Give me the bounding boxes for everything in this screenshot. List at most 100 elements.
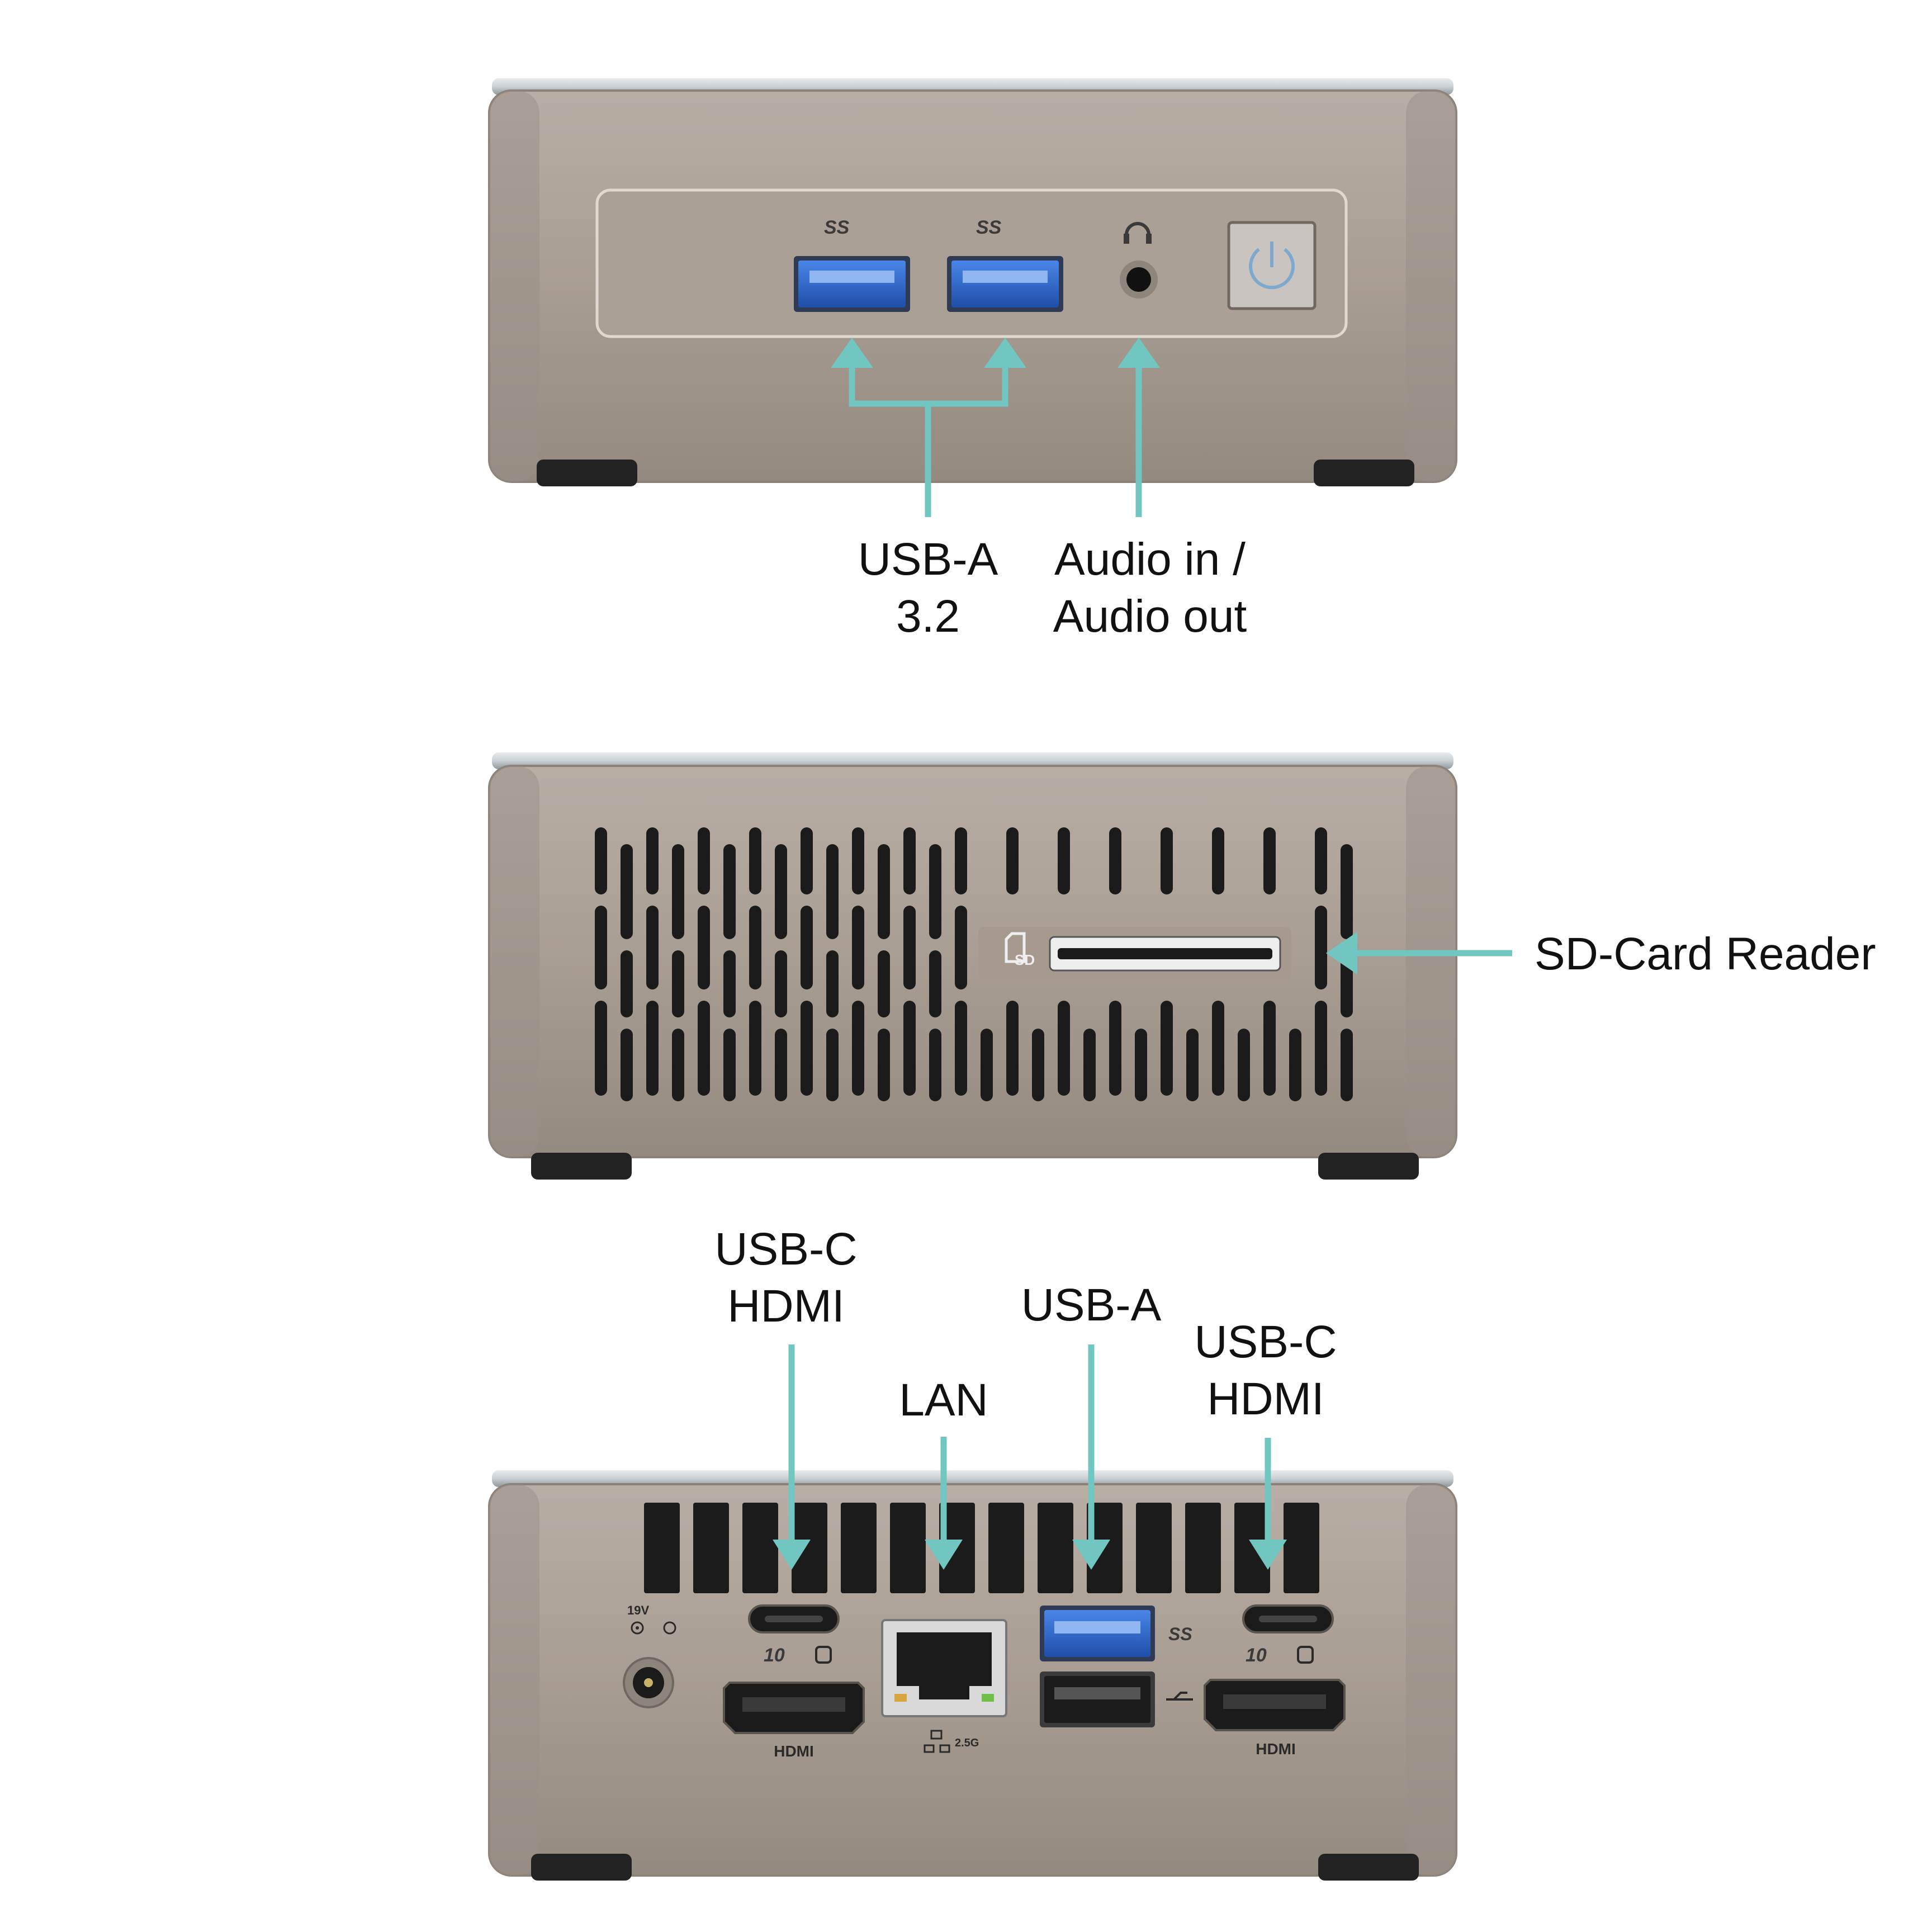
rear-top-lid <box>492 1470 1453 1487</box>
svg-text:10: 10 <box>1246 1645 1267 1666</box>
vent-slot <box>841 1503 877 1593</box>
front-usb-a-port-2[interactable] <box>947 256 1063 312</box>
vent-slot <box>955 1001 967 1096</box>
vent-slot <box>792 1503 827 1593</box>
rear-usb-c-port-left[interactable] <box>748 1604 840 1633</box>
vent-slot <box>1212 1001 1224 1096</box>
vent-slot <box>1038 1503 1073 1593</box>
vent-slot <box>698 1001 710 1096</box>
label-rear-usbc-left-line1: USB-C <box>714 1224 857 1275</box>
vent-slot <box>749 906 761 989</box>
vent-slot <box>929 1029 941 1101</box>
vent-slot <box>749 1001 761 1096</box>
arrowhead <box>984 338 1026 368</box>
vent-slot <box>1032 1029 1044 1101</box>
sd-card-slot[interactable] <box>1049 936 1281 972</box>
ss10-logo: SS <box>824 217 850 238</box>
vent-slot <box>775 950 787 1017</box>
vent-slot <box>903 906 916 989</box>
vent-slot <box>801 827 813 894</box>
label-front-usb-line2: 3.2 <box>896 591 960 642</box>
vent-slot <box>1263 1001 1276 1096</box>
rear-lan-port[interactable] <box>881 1619 1007 1717</box>
label-rear-usbc-right-line1: USB-C <box>1194 1317 1337 1367</box>
vent-slot <box>646 1001 659 1096</box>
rear-hdmi-port-left[interactable] <box>723 1682 865 1734</box>
vent-slot <box>1006 827 1019 894</box>
vent-slot <box>1109 827 1121 894</box>
rear-view: 19V 10 HDMI <box>488 1224 1457 1881</box>
arrowhead <box>773 1540 811 1570</box>
side-view: SD SD-Card Reader <box>488 752 1876 1180</box>
ss10-logo: SS <box>976 217 1002 238</box>
vent-slot <box>698 827 710 894</box>
vent-slot <box>1109 1001 1121 1096</box>
vent-slot <box>595 827 607 894</box>
vent-slot <box>1315 906 1327 989</box>
arrowhead <box>1117 338 1160 368</box>
label-rear-usba: USB-A <box>1021 1280 1162 1330</box>
vent-slot <box>621 950 633 1017</box>
vent-slot <box>1186 1029 1199 1101</box>
vent-slot <box>644 1503 680 1593</box>
arrowhead <box>1072 1540 1110 1570</box>
vent-slot <box>801 906 813 989</box>
vent-slot <box>878 950 890 1017</box>
vent-slot <box>1238 1029 1250 1101</box>
label-rear-lan: LAN <box>899 1375 988 1426</box>
dc-power-jack[interactable] <box>623 1657 674 1708</box>
vent-slot <box>646 827 659 894</box>
vent-slot <box>929 950 941 1017</box>
arrowhead <box>925 1540 963 1570</box>
vent-slot <box>723 844 736 939</box>
vent-slot <box>1161 827 1173 894</box>
vent-slot <box>826 844 839 939</box>
rear-usb-a-port-black[interactable] <box>1040 1671 1155 1727</box>
ss10-logo: SS <box>1168 1624 1192 1644</box>
vent-slot <box>621 1029 633 1101</box>
front-view: SS SS USB-A 3.2 A <box>488 78 1457 642</box>
vent-slot <box>1284 1503 1319 1593</box>
vent-slot <box>1289 1029 1301 1101</box>
side-chassis <box>488 765 1457 1158</box>
vent-slot <box>1263 827 1276 894</box>
vent-slot <box>1315 1001 1327 1096</box>
vent-slot <box>646 906 659 989</box>
label-front-audio-line1: Audio in / <box>1054 534 1246 585</box>
vent-slot <box>929 844 941 939</box>
vent-slot <box>1136 1503 1172 1593</box>
vent-slot <box>1185 1503 1221 1593</box>
vent-slot <box>890 1503 926 1593</box>
power-button[interactable] <box>1227 221 1317 310</box>
vent-slot <box>672 950 684 1017</box>
vent-slot <box>749 827 761 894</box>
vent-slot <box>621 844 633 939</box>
label-front-audio-line2: Audio out <box>1053 591 1247 642</box>
vent-slot <box>1083 1029 1096 1101</box>
front-usb-a-port-1[interactable] <box>794 256 910 312</box>
power-icon <box>1249 242 1295 290</box>
side-foot-left <box>531 1153 632 1180</box>
vent-slot <box>1058 827 1070 894</box>
vent-slot <box>775 1029 787 1101</box>
front-usb-arrow <box>849 358 1008 517</box>
rear-usb-c-port-right[interactable] <box>1242 1604 1334 1633</box>
vent-slot <box>903 1001 916 1096</box>
vent-slot <box>1006 1001 1019 1096</box>
hdmi-logo: HDMI <box>774 1742 814 1760</box>
rear-hdmi-port-right[interactable] <box>1204 1679 1346 1731</box>
vent-slot <box>852 1001 864 1096</box>
vent-slot <box>903 827 916 894</box>
rear-usb-a-port-blue[interactable] <box>1040 1606 1155 1661</box>
vent-slot <box>1315 827 1327 894</box>
vent-slot <box>1212 827 1224 894</box>
audio-jack[interactable] <box>1120 261 1158 299</box>
rear-foot-right <box>1318 1854 1419 1881</box>
vent-slot <box>826 1029 839 1101</box>
label-sd-card-reader: SD-Card Reader <box>1535 929 1876 979</box>
label-rear-usbc-right-line2: HDMI <box>1207 1374 1324 1424</box>
usb-icon <box>1166 1692 1193 1701</box>
vent-slot <box>1234 1503 1270 1593</box>
svg-text:19V: 19V <box>627 1603 649 1617</box>
